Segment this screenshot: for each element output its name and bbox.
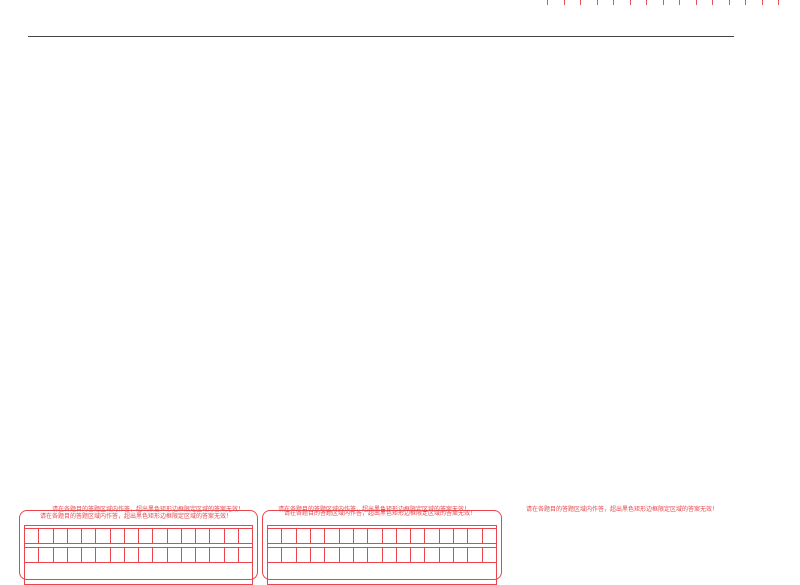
margin-tick	[646, 0, 647, 5]
grid-cell	[296, 547, 311, 563]
grid-cell	[82, 528, 97, 544]
margin-tick	[745, 0, 746, 5]
grid-cell	[382, 547, 397, 563]
grid-row	[25, 528, 252, 544]
margin-ticks	[540, 0, 790, 6]
grid-cell	[396, 547, 412, 563]
margin-tick	[596, 0, 598, 5]
grid-cell	[53, 528, 68, 544]
grid-cell	[382, 528, 397, 544]
grid-cell	[296, 528, 311, 544]
grid-cell	[110, 547, 125, 563]
grid-cell	[268, 547, 283, 563]
grid-cell	[439, 547, 455, 563]
grid-cell	[439, 528, 455, 544]
grid-row	[25, 547, 252, 563]
margin-tick	[613, 0, 614, 5]
grid-cell	[153, 528, 168, 544]
grid-cell	[67, 547, 82, 563]
margin-tick	[712, 0, 713, 5]
margin-tick	[662, 0, 664, 5]
grid-cell	[139, 547, 154, 563]
grid-cell	[454, 547, 469, 563]
answer-grid-left	[24, 525, 253, 585]
margin-tick	[547, 0, 548, 5]
margin-tick	[580, 0, 581, 5]
instruction-middle-upper: 请在各题目的答题区域内作答，超出黑色矩形边框限定区域的答案无效！	[278, 506, 471, 513]
grid-cell	[339, 528, 354, 544]
header-rule	[28, 36, 734, 37]
grid-cell	[339, 547, 354, 563]
grid-cell	[411, 547, 426, 563]
grid-cell	[482, 528, 496, 544]
grid-cell	[325, 547, 340, 563]
grid-cell	[153, 547, 168, 563]
margin-tick	[563, 0, 565, 5]
grid-cell	[238, 547, 252, 563]
grid-cell	[224, 528, 239, 544]
grid-cell	[167, 528, 182, 544]
grid-row	[268, 547, 496, 563]
answer-panel-middle	[262, 510, 502, 585]
grid-cell	[353, 528, 369, 544]
grid-cell	[39, 547, 54, 563]
grid-cell	[181, 528, 196, 544]
grid-cell	[167, 547, 182, 563]
grid-cell	[210, 547, 225, 563]
grid-cell	[124, 547, 139, 563]
grid-cell	[396, 528, 412, 544]
instruction-left-lower: 请在各题目的答题区域内作答，超出黑色矩形边框限定区域的答案无效！	[40, 513, 233, 520]
margin-tick	[778, 0, 779, 5]
grid-cell	[425, 528, 440, 544]
grid-cell	[25, 528, 40, 544]
grid-cell	[468, 547, 483, 563]
grid-cell	[238, 528, 252, 544]
grid-cell	[310, 547, 326, 563]
grid-cell	[353, 547, 369, 563]
instruction-middle-lower: 请在各题目的答题区域内作答，超出黑色矩形边框限定区域的答案无效！	[284, 510, 477, 517]
grid-cell	[282, 547, 297, 563]
margin-tick	[679, 0, 680, 5]
grid-cell	[124, 528, 139, 544]
grid-cell	[181, 547, 196, 563]
grid-cell	[454, 528, 469, 544]
grid-cell	[411, 528, 426, 544]
grid-cell	[482, 547, 496, 563]
grid-cell	[425, 547, 440, 563]
grid-cell	[139, 528, 154, 544]
grid-row	[268, 528, 496, 544]
grid-cell	[368, 547, 383, 563]
instruction-left-upper: 请在各题目的答题区域内作答，超出黑色矩形边框限定区域的答案无效！	[52, 506, 245, 513]
grid-cell	[96, 528, 111, 544]
grid-cell	[468, 528, 483, 544]
grid-cell	[368, 528, 383, 544]
grid-cell	[110, 528, 125, 544]
grid-cell	[310, 528, 326, 544]
grid-cell	[96, 547, 111, 563]
answer-panel-left	[19, 510, 258, 585]
margin-tick	[761, 0, 763, 5]
margin-tick	[629, 0, 631, 5]
grid-cell	[325, 528, 340, 544]
grid-cell	[196, 547, 211, 563]
grid-cell	[25, 547, 40, 563]
grid-cell	[268, 528, 283, 544]
grid-cell	[282, 528, 297, 544]
grid-cell	[224, 547, 239, 563]
margin-tick	[728, 0, 730, 5]
grid-cell	[82, 547, 97, 563]
instruction-right: 请在各题目的答题区域内作答，超出黑色矩形边框限定区域的答案无效！	[526, 506, 719, 513]
grid-cell	[210, 528, 225, 544]
grid-cell	[196, 528, 211, 544]
margin-tick	[695, 0, 697, 5]
grid-cell	[53, 547, 68, 563]
grid-cell	[39, 528, 54, 544]
grid-cell	[67, 528, 82, 544]
answer-grid-middle	[267, 525, 497, 585]
